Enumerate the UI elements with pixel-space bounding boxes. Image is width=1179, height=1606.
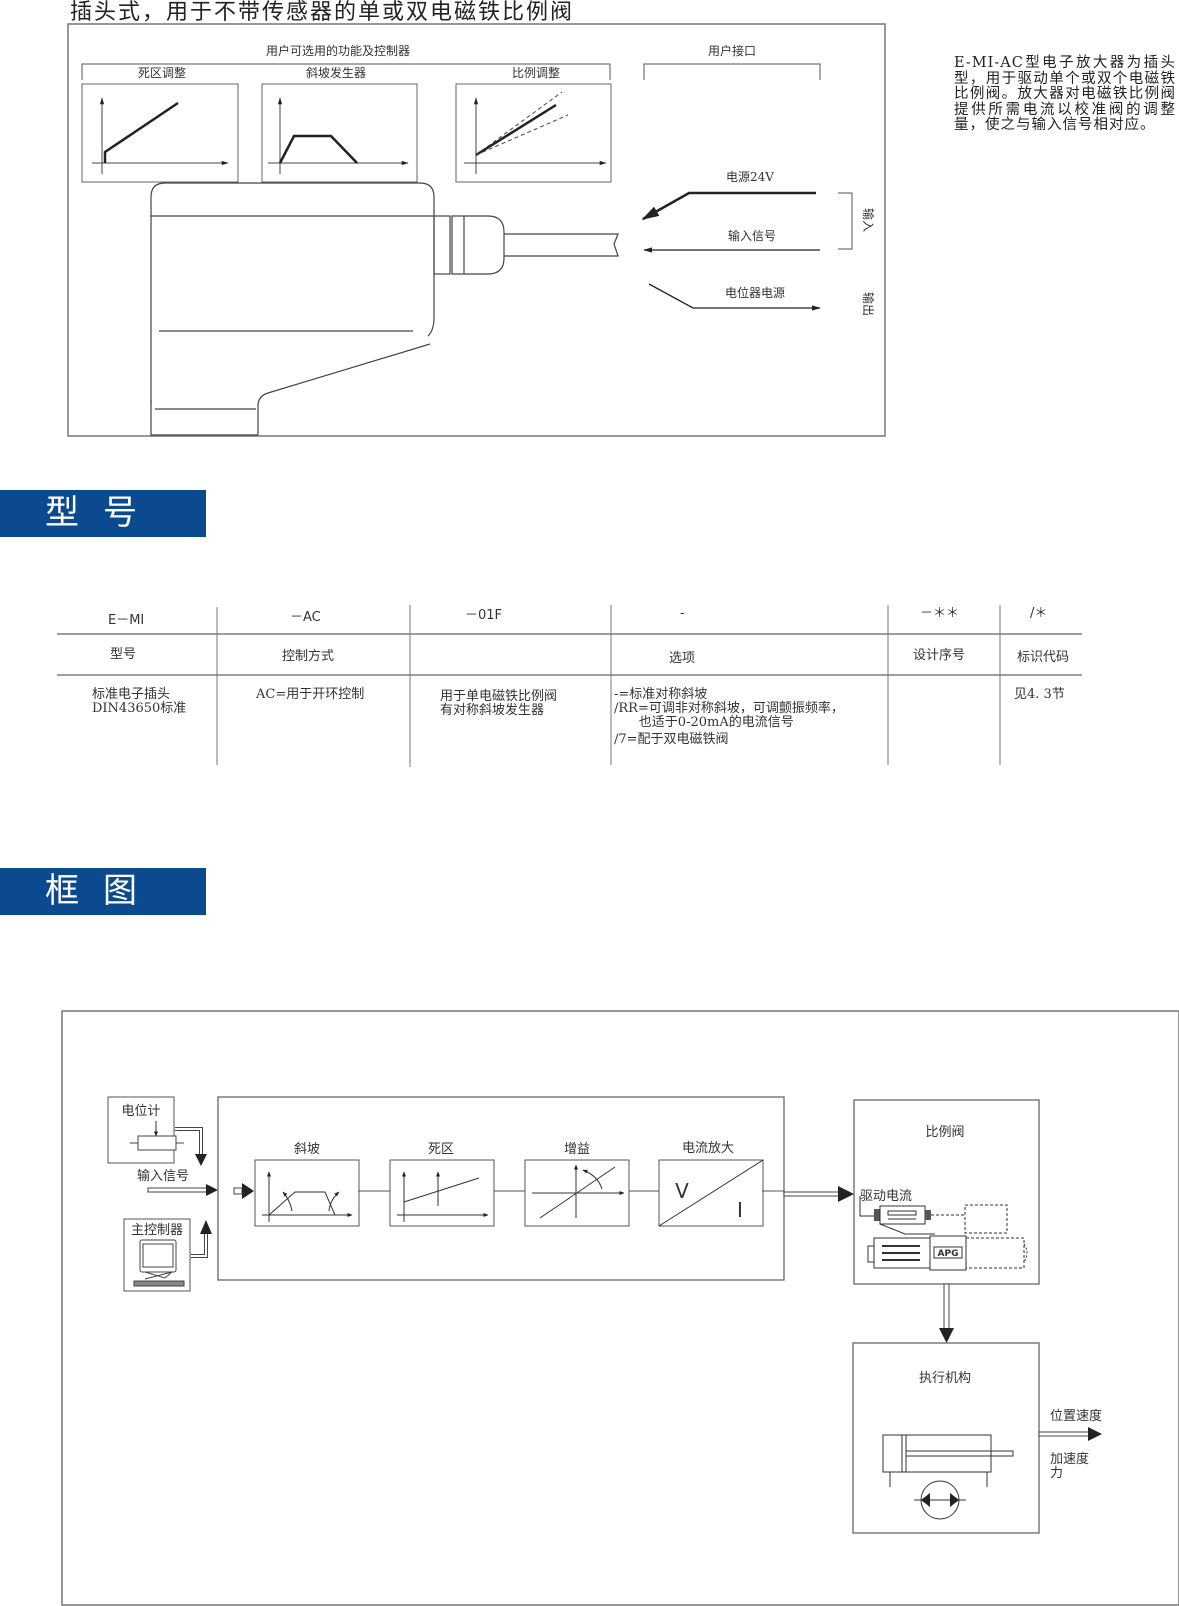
- code-model: E－MI: [108, 613, 145, 628]
- stage-deadband: 死区: [389, 1142, 495, 1227]
- detail-options-line3: 也适于0-20mA的电流信号: [614, 715, 794, 730]
- output-group-label: 输出: [861, 292, 876, 316]
- detail-control: AC=用于开环控制: [256, 687, 365, 702]
- input-signal-block: 输入信号: [137, 1168, 218, 1196]
- output-force: 力: [1050, 1466, 1063, 1481]
- output-position-speed: 位置速度: [1050, 1408, 1102, 1424]
- interface-bracket: [643, 63, 821, 80]
- power-arrow: [641, 191, 816, 221]
- code-control: －AC: [290, 610, 321, 625]
- svg-text:电流放大: 电流放大: [682, 1141, 734, 1156]
- power-label: 电源24V: [726, 170, 774, 184]
- svg-text:主控制器: 主控制器: [131, 1223, 183, 1238]
- detail-model-line1: 标准电子插头: [92, 687, 171, 702]
- header-control: 控制方式: [282, 649, 335, 664]
- header-model: 型号: [110, 647, 137, 662]
- header-design: 设计序号: [913, 648, 966, 663]
- stage-current-amplifier: 电流放大 V I: [658, 1141, 764, 1227]
- overview-frame: [67, 23, 886, 437]
- svg-text:死区: 死区: [428, 1142, 454, 1157]
- panel-gain: 比例调整: [455, 65, 612, 183]
- svg-text:输入信号: 输入信号: [137, 1168, 189, 1184]
- code-options: -: [680, 606, 685, 621]
- stage-gain: 增益: [524, 1142, 630, 1227]
- block-diagram-frame: [61, 1010, 1179, 1606]
- amplifier-device: [150, 182, 619, 436]
- panel-deadband: 死区调整: [81, 65, 239, 183]
- section-block-diagram-heading: 框图: [0, 868, 206, 915]
- svg-text:比例阀: 比例阀: [925, 1125, 964, 1140]
- svg-text:增益: 增益: [564, 1142, 590, 1157]
- potentiometer-block: 电位计: [107, 1096, 207, 1166]
- valve-brand-label: APG: [938, 1249, 959, 1259]
- detail-options-line4: /7=配于双电磁铁阀: [614, 732, 729, 747]
- pot-power-label: 电位器电源: [725, 285, 785, 300]
- voltage-label: V: [675, 1179, 689, 1203]
- input-group-label: 输入: [861, 208, 876, 232]
- svg-text:电位计: 电位计: [121, 1104, 160, 1119]
- actuator-block: 执行机构: [852, 1342, 1040, 1534]
- svg-text:执行机构: 执行机构: [919, 1371, 971, 1386]
- svg-text:斜坡发生器: 斜坡发生器: [306, 65, 366, 80]
- input-bracket: [838, 192, 853, 250]
- code-function: －01F: [465, 608, 503, 623]
- svg-text:斜坡: 斜坡: [294, 1142, 320, 1157]
- proportional-valve-block: 比例阀 驱动电流 APG: [853, 1099, 1040, 1285]
- drive-current-label: 驱动电流: [860, 1189, 912, 1204]
- header-identifier: 标识代码: [1017, 650, 1070, 665]
- stage-ramp: 斜坡: [254, 1142, 360, 1227]
- output-acceleration: 加速度: [1050, 1451, 1089, 1467]
- section-model-heading: 型号: [0, 490, 206, 537]
- detail-identifier: 见4. 3节: [1014, 687, 1065, 702]
- model-table-lines: [57, 605, 1082, 767]
- detail-options-line2: /RR=可调非对称斜坡，可调颤振频率，: [614, 701, 844, 716]
- svg-text:比例调整: 比例调整: [512, 65, 560, 80]
- detail-model-line2: DIN43650标准: [92, 701, 187, 716]
- detail-function-line1: 用于单电磁铁比例阀: [440, 689, 558, 704]
- svg-text:死区调整: 死区调整: [138, 65, 186, 80]
- product-description: E-MI-AC型电子放大器为插头型，用于驱动单个或双个电磁铁比例阀。放大器对电磁…: [954, 55, 1176, 133]
- amplifier-block: [217, 1096, 785, 1281]
- detail-options-line1: -=标准对称斜坡: [614, 687, 708, 702]
- pot-power-arrow: [648, 283, 821, 311]
- code-design: －＊＊: [920, 606, 960, 621]
- interface-label: 用户接口: [708, 43, 756, 58]
- functions-bracket: [81, 63, 611, 80]
- current-label: I: [737, 1198, 743, 1222]
- detail-function-line2: 有对称斜坡发生器: [440, 703, 545, 718]
- main-controller-block: 主控制器: [123, 1218, 212, 1292]
- header-options: 选项: [669, 651, 696, 666]
- code-identifier: /＊: [1030, 606, 1048, 621]
- input-signal-label: 输入信号: [728, 228, 776, 243]
- functions-label: 用户可选用的功能及控制器: [266, 43, 410, 58]
- panel-ramp: 斜坡发生器: [261, 65, 418, 183]
- overview-diagram: 用户可选用的功能及控制器 用户接口 死区调整 斜坡发生器 比例调整: [67, 23, 886, 437]
- page-title: 插头式，用于不带传感器的单或双电磁铁比例阀: [70, 0, 575, 25]
